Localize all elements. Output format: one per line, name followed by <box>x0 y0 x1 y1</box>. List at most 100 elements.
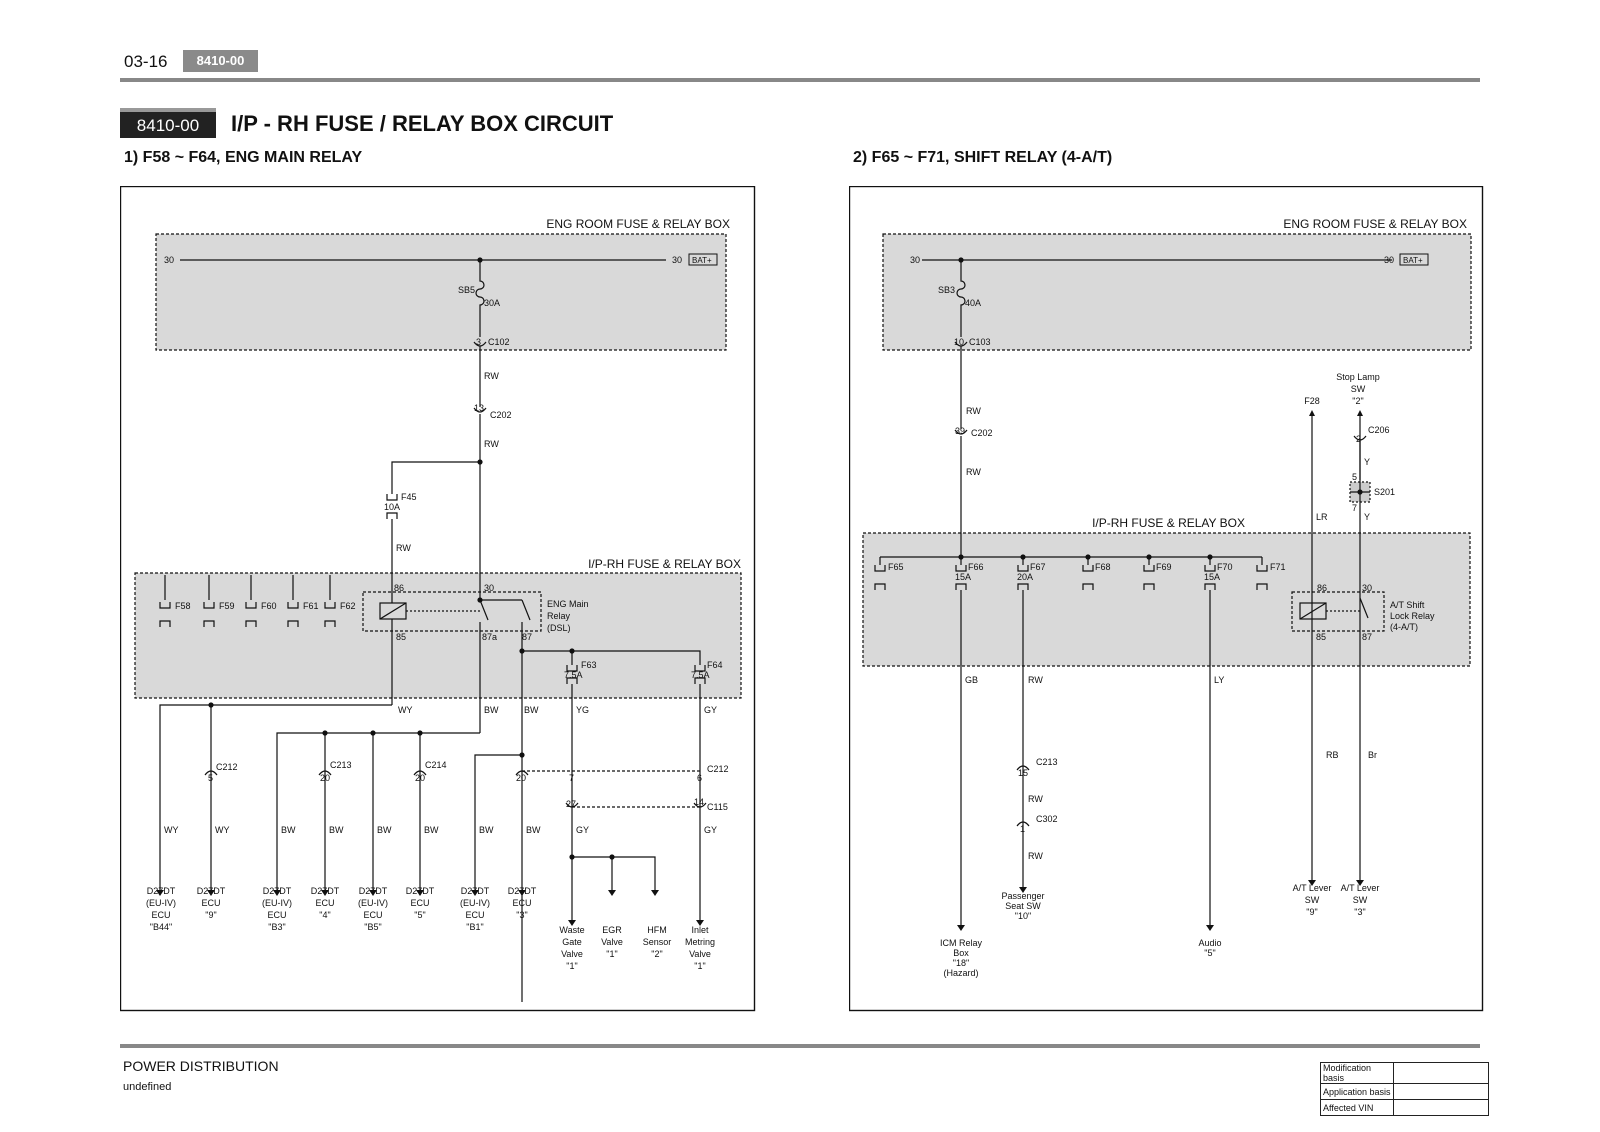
svg-text:GY: GY <box>576 825 589 835</box>
relay-contact <box>479 599 489 621</box>
section-badge-tab <box>120 108 216 112</box>
svg-text:"1": "1" <box>694 961 705 971</box>
page-number: 03-16 <box>124 52 168 71</box>
conn-c214 <box>413 770 427 776</box>
svg-text:D27DT: D27DT <box>461 886 490 896</box>
svg-text:Sensor: Sensor <box>643 937 672 947</box>
svg-text:Box: Box <box>953 948 969 958</box>
svg-text:Y: Y <box>1364 457 1370 467</box>
shift-lock-relay <box>1291 591 1385 632</box>
svg-text:3: 3 <box>476 337 481 347</box>
wire-wy <box>159 704 392 890</box>
diagram1-wiring: ENG ROOM FUSE & RELAY BOX I/P-RH FUSE & … <box>120 186 756 1012</box>
svg-text:Inlet: Inlet <box>691 925 709 935</box>
affected-vin-label: Affected VIN <box>1320 1099 1394 1116</box>
svg-text:(Hazard): (Hazard) <box>943 968 978 978</box>
svg-text:"9": "9" <box>1306 907 1317 917</box>
svg-text:C115: C115 <box>707 802 728 812</box>
svg-text:ECU: ECU <box>410 898 429 908</box>
svg-text:"3": "3" <box>1354 907 1365 917</box>
svg-text:ECU: ECU <box>465 910 484 920</box>
svg-text:15A: 15A <box>1204 572 1220 582</box>
svg-text:D27DT: D27DT <box>359 886 388 896</box>
sb-fuse <box>475 260 485 337</box>
svg-text:Metring: Metring <box>685 937 715 947</box>
svg-text:BW: BW <box>484 705 499 715</box>
svg-text:Valve: Valve <box>689 949 711 959</box>
svg-text:"10": "10" <box>1015 911 1031 921</box>
svg-text:YG: YG <box>576 705 589 715</box>
svg-text:BW: BW <box>377 825 392 835</box>
svg-text:30A: 30A <box>484 298 500 308</box>
wire-bw <box>276 732 480 890</box>
svg-text:40A: 40A <box>965 298 981 308</box>
conn-c202-b <box>954 429 968 435</box>
svg-text:F68: F68 <box>1095 562 1111 572</box>
svg-text:(EU-IV): (EU-IV) <box>460 898 490 908</box>
svg-text:LR: LR <box>1316 512 1328 522</box>
svg-text:7: 7 <box>1352 503 1357 513</box>
svg-text:86: 86 <box>394 583 404 593</box>
svg-text:BW: BW <box>424 825 439 835</box>
mod-basis-label: Modification basis <box>1320 1062 1394 1084</box>
svg-text:Waste: Waste <box>559 925 584 935</box>
svg-text:Passenger: Passenger <box>1001 891 1044 901</box>
footer-title: POWER DISTRIBUTION <box>123 1058 279 1074</box>
svg-text:C213: C213 <box>1036 757 1058 767</box>
svg-text:87a: 87a <box>482 632 497 642</box>
diagram2-wiring: ENG ROOM FUSE & RELAY BOX I/P-RH FUSE & … <box>849 186 1484 1012</box>
svg-text:ICM Relay: ICM Relay <box>940 938 983 948</box>
svg-text:"3": "3" <box>516 910 527 920</box>
svg-text:C202: C202 <box>971 428 993 438</box>
svg-text:RW: RW <box>396 543 411 553</box>
svg-text:87: 87 <box>522 632 532 642</box>
svg-text:Y: Y <box>1364 512 1370 522</box>
ip-box-label-2: I/P-RH FUSE & RELAY BOX <box>1092 516 1245 530</box>
fuses-f58-f62 <box>159 575 336 627</box>
svg-text:30: 30 <box>1362 583 1372 593</box>
diagram1-frame <box>120 186 756 1012</box>
svg-text:RW: RW <box>484 439 499 449</box>
svg-text:F66: F66 <box>968 562 984 572</box>
fuse-f64 <box>522 650 706 828</box>
svg-text:7.5A: 7.5A <box>564 670 583 680</box>
svg-text:F70: F70 <box>1217 562 1233 572</box>
svg-text:20: 20 <box>320 773 330 783</box>
footer-divider <box>120 1044 1480 1048</box>
svg-text:"2": "2" <box>1352 396 1363 406</box>
svg-text:5: 5 <box>208 773 213 783</box>
svg-text:GY: GY <box>704 705 717 715</box>
svg-text:15: 15 <box>1018 768 1028 778</box>
svg-text:F69: F69 <box>1156 562 1172 572</box>
svg-text:F63: F63 <box>581 660 597 670</box>
svg-text:20A: 20A <box>1017 572 1033 582</box>
svg-text:(EU-IV): (EU-IV) <box>358 898 388 908</box>
svg-text:SW: SW <box>1353 895 1368 905</box>
svg-text:BAT+: BAT+ <box>1403 256 1423 265</box>
svg-text:85: 85 <box>396 632 406 642</box>
svg-text:C302: C302 <box>1036 814 1058 824</box>
svg-text:ECU: ECU <box>512 898 531 908</box>
svg-text:BW: BW <box>329 825 344 835</box>
svg-text:C202: C202 <box>490 410 512 420</box>
conn-c202 <box>473 407 487 413</box>
svg-text:(EU-IV): (EU-IV) <box>146 898 176 908</box>
svg-text:2: 2 <box>1356 434 1361 444</box>
eng-main-relay <box>362 591 542 632</box>
svg-text:C213: C213 <box>330 760 352 770</box>
svg-text:"B1": "B1" <box>466 922 483 932</box>
svg-text:"2": "2" <box>651 949 662 959</box>
svg-text:"B44": "B44" <box>150 922 172 932</box>
diagram2-labels: ENG ROOM FUSE & RELAY BOX I/P-RH FUSE & … <box>888 217 1467 978</box>
svg-text:A/T Shift: A/T Shift <box>1390 600 1425 610</box>
svg-text:"1": "1" <box>566 961 577 971</box>
svg-text:HFM: HFM <box>647 925 667 935</box>
svg-text:WY: WY <box>164 825 179 835</box>
svg-text:C212: C212 <box>707 764 729 774</box>
svg-text:C102: C102 <box>488 337 510 347</box>
svg-text:RW: RW <box>1028 675 1043 685</box>
svg-text:30: 30 <box>164 255 174 265</box>
svg-text:Relay: Relay <box>547 611 571 621</box>
svg-text:F28: F28 <box>1304 396 1320 406</box>
